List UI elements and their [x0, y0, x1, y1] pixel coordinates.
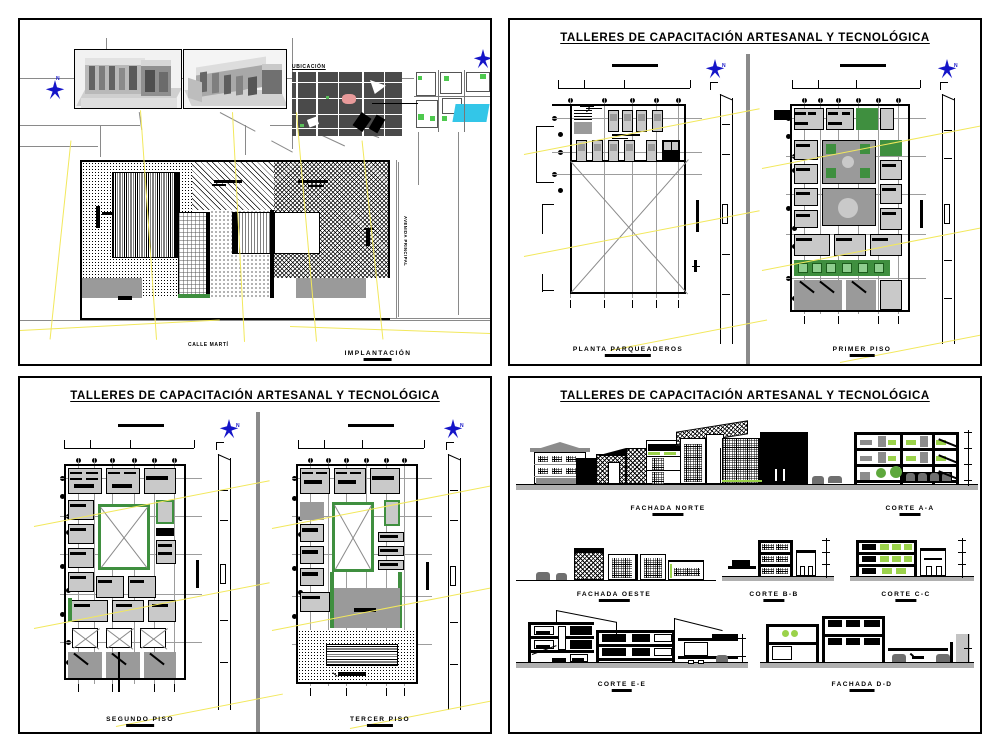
north-arrow-icon-5: N [216, 416, 242, 442]
tercer-piso-label: TERCER PISO [350, 716, 410, 727]
north-arrow-icon-2 [470, 46, 490, 72]
sheet-title-bottom-left: TALLERES DE CAPACITACIÓN ARTESANAL Y TEC… [70, 390, 440, 402]
fachada-norte-label: FACHADA NORTE [630, 505, 705, 516]
corte-e-e [516, 600, 756, 680]
fachada-oeste [516, 530, 716, 592]
quadrant-bottom-right: TALLERES DE CAPACITACIÓN ARTESANAL Y TEC… [508, 376, 982, 734]
north-arrow-icon-3: N [702, 56, 728, 82]
sheet-title-top-right: TALLERES DE CAPACITACIÓN ARTESANAL Y TEC… [560, 32, 930, 44]
site-plan-label: IMPLANTACIÓN [345, 350, 412, 361]
north-arrow-icon: N [42, 76, 68, 103]
corte-e-e-label: CORTE E-E [598, 681, 647, 692]
render-aerial-1 [74, 49, 182, 109]
corte-b-b-label: CORTE B-B [749, 591, 798, 602]
ubicacion-label: UBICACIÓN [292, 64, 326, 70]
fachada-oeste-label: FACHADA OESTE [577, 591, 651, 602]
corte-b-b [722, 526, 842, 592]
north-arrow-icon-6: N [440, 416, 466, 442]
corte-c-c [850, 526, 980, 592]
fachada-d-d-label: FACHADA D-D [832, 681, 893, 692]
segundo-piso [34, 412, 254, 722]
quadrant-top-right: TALLERES DE CAPACITACIÓN ARTESANAL Y TEC… [508, 18, 982, 366]
render-aerial-2 [183, 49, 287, 109]
corte-a-a-label: CORTE A-A [886, 505, 935, 516]
tercer-piso [270, 412, 490, 722]
fachada-d-d [760, 600, 980, 680]
primer-piso [760, 54, 980, 354]
planta-parqueaderos [524, 54, 744, 354]
site-plan-implantacion [80, 160, 390, 320]
street-label: CALLE MARTÍ [188, 342, 229, 348]
sheet-title-bottom-right: TALLERES DE CAPACITACIÓN ARTESANAL Y TEC… [560, 390, 930, 402]
planta-parqueaderos-label: PLANTA PARQUEADEROS [573, 346, 683, 357]
corte-a-a [846, 408, 980, 498]
location-map-cadastral [414, 70, 490, 132]
quadrant-bottom-left: TALLERES DE CAPACITACIÓN ARTESANAL Y TEC… [18, 376, 492, 734]
corte-c-c-label: CORTE C-C [881, 591, 930, 602]
location-map-dark [292, 72, 402, 136]
north-arrow-icon-4: N [934, 56, 960, 82]
quadrant-top-left: N [18, 18, 492, 366]
segundo-piso-label: SEGUNDO PISO [106, 716, 174, 727]
fachada-norte [516, 408, 846, 498]
primer-piso-label: PRIMER PISO [833, 346, 892, 357]
street-vertical-label: AVENIDA PRINCIPAL [403, 216, 408, 267]
